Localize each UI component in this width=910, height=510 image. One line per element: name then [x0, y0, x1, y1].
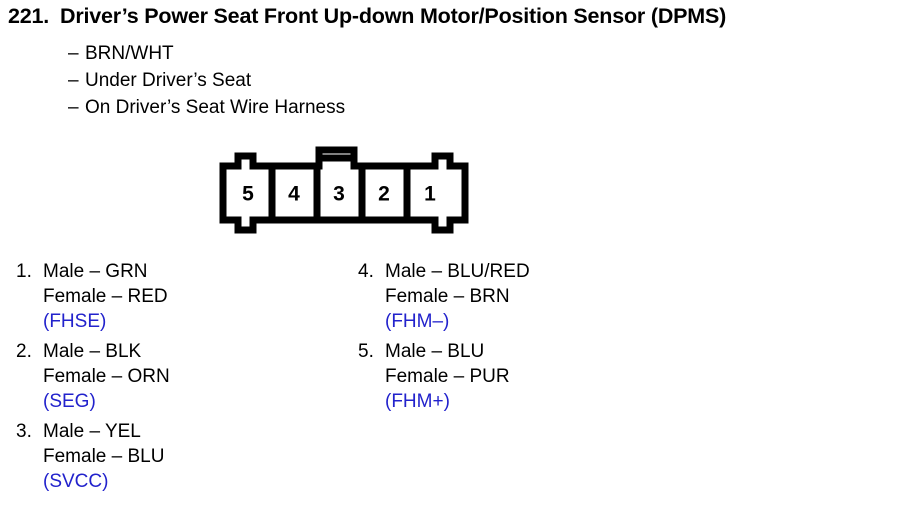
pin-entry-number: 5.: [358, 341, 374, 362]
pin-code-label: (SEG): [43, 391, 96, 412]
pin-male-label: Male – BLU: [385, 341, 485, 362]
detail-item-location: – Under Driver’s Seat: [68, 67, 345, 94]
pin-label-2: 2: [378, 183, 390, 206]
pin-entry-3: 3. Male – YEL Female – BLU (SVCC): [16, 419, 346, 494]
detail-item-label: On Driver’s Seat Wire Harness: [85, 97, 346, 118]
pin-label-5: 5: [242, 183, 254, 206]
pin-code-label: (FHSE): [43, 311, 107, 332]
connector-diagram: 5 4 3 2 1: [216, 146, 472, 240]
connector-outline: [219, 146, 469, 234]
pin-code-label: (FHM+): [385, 391, 450, 412]
pin-entry-1: 1. Male – GRN Female – RED (FHSE): [16, 259, 346, 334]
pin-code-label: (FHM–): [385, 311, 450, 332]
pin-female-label: Female – PUR: [385, 366, 510, 387]
pin-label-4: 4: [288, 183, 300, 206]
pin-entry-body: Male – BLU/RED Female – BRN (FHM–): [385, 259, 688, 334]
pin-male-label: Male – GRN: [43, 261, 148, 282]
pin-list-left: 1. Male – GRN Female – RED (FHSE) 2. Mal…: [16, 259, 346, 499]
page-title-text: Driver’s Power Seat Front Up-down Motor/…: [60, 4, 727, 28]
pin-list-right: 4. Male – BLU/RED Female – BRN (FHM–) 5.…: [358, 259, 688, 419]
detail-item-label: Under Driver’s Seat: [85, 70, 252, 91]
page-title: 221. Driver’s Power Seat Front Up-down M…: [8, 4, 908, 29]
pin-female-label: Female – ORN: [43, 366, 170, 387]
pin-male-label: Male – BLU/RED: [385, 261, 530, 282]
dash-marker: –: [68, 97, 79, 118]
page-header: 221. Driver’s Power Seat Front Up-down M…: [8, 4, 908, 29]
pin-male-label: Male – YEL: [43, 421, 141, 442]
pin-entry-4: 4. Male – BLU/RED Female – BRN (FHM–): [358, 259, 688, 334]
pin-female-label: Female – BLU: [43, 446, 165, 467]
pin-female-label: Female – RED: [43, 286, 168, 307]
pin-entry-body: Male – YEL Female – BLU (SVCC): [43, 419, 346, 494]
dash-marker: –: [68, 43, 79, 64]
pin-entry-number: 1.: [16, 261, 32, 282]
dash-marker: –: [68, 70, 79, 91]
pin-entry-body: Male – BLK Female – ORN (SEG): [43, 339, 346, 414]
pin-entry-number: 2.: [16, 341, 32, 362]
detail-item-label: BRN/WHT: [85, 43, 174, 64]
detail-item-wire-color: – BRN/WHT: [68, 40, 345, 67]
pin-code-label: (SVCC): [43, 471, 109, 492]
page-title-number: 221.: [8, 4, 50, 28]
pin-female-label: Female – BRN: [385, 286, 510, 307]
pin-label-3: 3: [333, 183, 345, 206]
pin-entry-number: 4.: [358, 261, 374, 282]
pin-entry-body: Male – GRN Female – RED (FHSE): [43, 259, 346, 334]
pin-label-1: 1: [424, 183, 436, 206]
pin-entry-5: 5. Male – BLU Female – PUR (FHM+): [358, 339, 688, 414]
detail-list: – BRN/WHT – Under Driver’s Seat – On Dri…: [68, 40, 345, 121]
pin-male-label: Male – BLK: [43, 341, 142, 362]
pin-entry-2: 2. Male – BLK Female – ORN (SEG): [16, 339, 346, 414]
pin-entry-body: Male – BLU Female – PUR (FHM+): [385, 339, 688, 414]
detail-item-harness: – On Driver’s Seat Wire Harness: [68, 94, 345, 121]
pin-entry-number: 3.: [16, 421, 32, 442]
connector-svg: 5 4 3 2 1: [219, 146, 469, 234]
